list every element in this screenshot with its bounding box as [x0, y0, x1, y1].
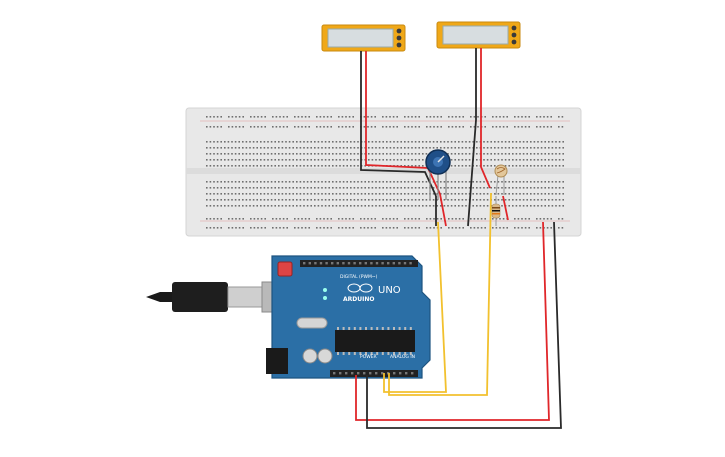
analog-label: ANALOG IN — [390, 354, 415, 360]
multimeter-right[interactable] — [436, 21, 521, 49]
arduino-uno-board[interactable]: DIGITAL (PWM~) ARDUINO UNO POWER ANALOG … — [266, 255, 431, 379]
digital-header-pins — [303, 262, 412, 265]
resistor[interactable] — [491, 196, 501, 226]
breadboard[interactable] — [185, 107, 582, 237]
digital-label: DIGITAL (PWM~) — [340, 274, 378, 280]
power-label: POWER — [360, 354, 377, 360]
usb-cable — [146, 281, 283, 313]
photoresistor[interactable] — [494, 164, 508, 196]
potentiometer[interactable] — [425, 149, 451, 200]
microcontroller-chip — [337, 327, 412, 355]
multimeter-left[interactable] — [321, 24, 406, 52]
uno-model-text: UNO — [378, 285, 401, 296]
wires-arduino[interactable] — [355, 192, 562, 429]
wires-meter-right[interactable] — [467, 48, 491, 227]
power-analog-header-pins — [333, 372, 414, 375]
breadboard-jumpers[interactable] — [435, 193, 509, 227]
arduino-logo-text: ARDUINO — [343, 296, 374, 303]
